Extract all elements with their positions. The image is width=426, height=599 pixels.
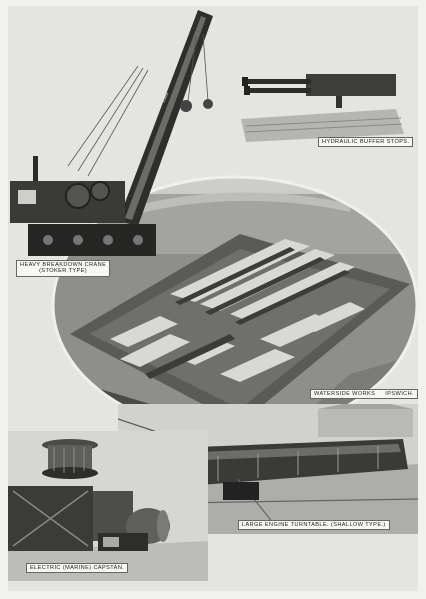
buffer-stops-caption: HYDRAULIC BUFFER STOPS. [318, 137, 414, 148]
hydraulic-buffer-stops-photo [241, 74, 404, 142]
breakdown-crane-photo: 75 TONS [10, 10, 213, 256]
electric-capstan-photo [8, 431, 208, 581]
works-caption: WATERSIDE WORKS IPSWICH. [310, 389, 418, 400]
waterside-works-aerial-photo [51, 175, 418, 435]
crane-caption-title: HEAVY BREAKDOWN CRANE [20, 262, 107, 268]
works-caption-place: IPSWICH. [385, 391, 414, 397]
works-caption-name: WATERSIDE WORKS [314, 391, 376, 397]
crane-caption: HEAVY BREAKDOWN CRANE (STOKER TYPE) [16, 260, 111, 277]
crane-caption-subtitle: (STOKER TYPE) [39, 268, 88, 275]
catalogue-page: 75 TONS [8, 6, 418, 591]
capstan-caption: ELECTRIC (MARINE) CAPSTAN. [26, 563, 129, 574]
crane-capacity-plate: 75 [153, 92, 162, 102]
crane-capacity-unit: TONS [161, 91, 170, 103]
turntable-caption: LARGE ENGINE TURNTABLE. (SHALLOW TYPE.) [238, 520, 390, 531]
